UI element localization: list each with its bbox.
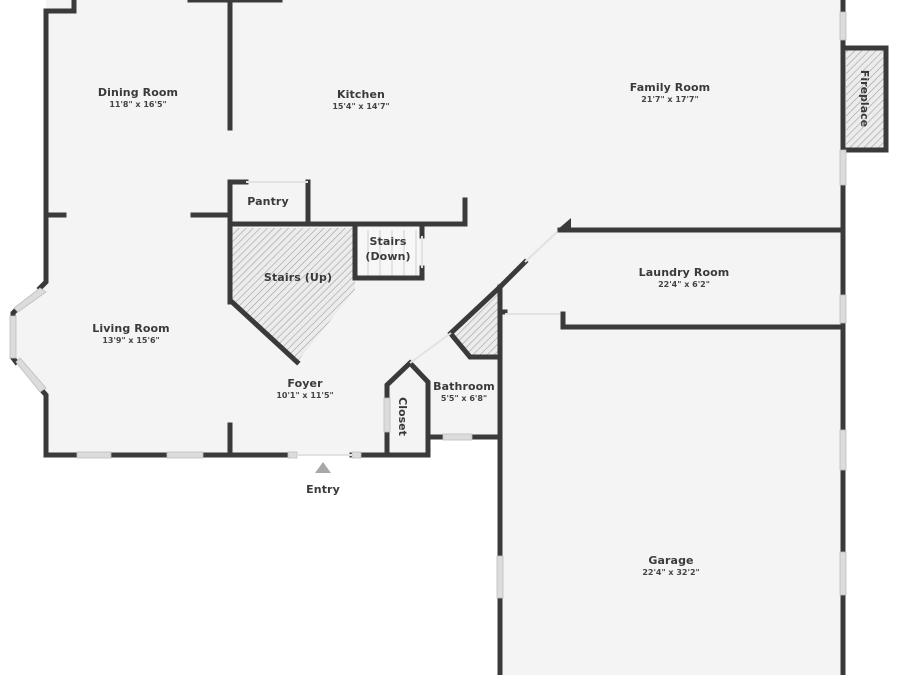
room-label-laundry-room: Laundry Room 22'4" x 6'2" xyxy=(639,266,730,289)
feature-label-fireplace: Fireplace xyxy=(858,69,872,128)
stairs-down-label-line1: Stairs xyxy=(369,235,407,248)
entry-marker-icon xyxy=(315,462,331,473)
room-name: Kitchen xyxy=(337,88,385,101)
room-label-dining-room: Dining Room 11'8" x 16'5" xyxy=(98,86,178,109)
feature-label-pantry: Pantry xyxy=(247,195,288,208)
room-label-foyer: Foyer 10'1" x 11'5" xyxy=(276,377,333,400)
room-name: Living Room xyxy=(92,322,170,335)
room-dimensions: 15'4" x 14'7" xyxy=(332,102,390,111)
room-name: Laundry Room xyxy=(638,266,730,279)
room-dimensions: 10'1" x 11'5" xyxy=(276,391,334,400)
door-openings xyxy=(246,181,560,456)
room-dimensions: 22'4" x 32'2" xyxy=(642,568,700,577)
feature-label-stairs-down: Stairs (Down) xyxy=(365,234,410,264)
laundry-door-corner xyxy=(557,218,571,232)
feature-label-closet: Closet xyxy=(395,397,409,436)
room-name: Foyer xyxy=(287,377,323,390)
room-dimensions: 13'9" x 15'6" xyxy=(102,336,160,345)
room-label-living-room: Living Room 13'9" x 15'6" xyxy=(92,322,169,345)
feature-label-stairs-up: Stairs (Up) xyxy=(264,271,332,284)
room-dimensions: 21'7" x 17'7" xyxy=(641,95,699,104)
fireplace-area xyxy=(846,48,886,148)
entry-label: Entry xyxy=(306,483,340,496)
stairs-down-label-line2: (Down) xyxy=(365,250,411,263)
room-name: Dining Room xyxy=(97,86,179,99)
room-name: Garage xyxy=(648,554,694,567)
room-dimensions: 5'5" x 6'8" xyxy=(440,394,488,403)
walls xyxy=(9,0,889,675)
pantry-label: Pantry xyxy=(247,195,289,208)
under-stair-area xyxy=(450,287,500,357)
entry-text: Entry xyxy=(306,483,340,496)
room-label-kitchen: Kitchen 15'4" x 14'7" xyxy=(332,88,389,111)
windows xyxy=(9,11,847,599)
room-label-family-room: Family Room 21'7" x 17'7" xyxy=(630,81,710,104)
floor-fill xyxy=(13,0,843,675)
room-label-garage: Garage 22'4" x 32'2" xyxy=(642,554,699,577)
stairs-up-label: Stairs (Up) xyxy=(263,271,333,284)
room-name: Bathroom xyxy=(433,380,495,393)
room-dimensions: 22'4" x 6'2" xyxy=(658,280,710,289)
room-dimensions: 11'8" x 16'5" xyxy=(109,100,167,109)
room-label-bathroom: Bathroom 5'5" x 6'8" xyxy=(433,380,495,403)
room-name: Family Room xyxy=(629,81,711,94)
